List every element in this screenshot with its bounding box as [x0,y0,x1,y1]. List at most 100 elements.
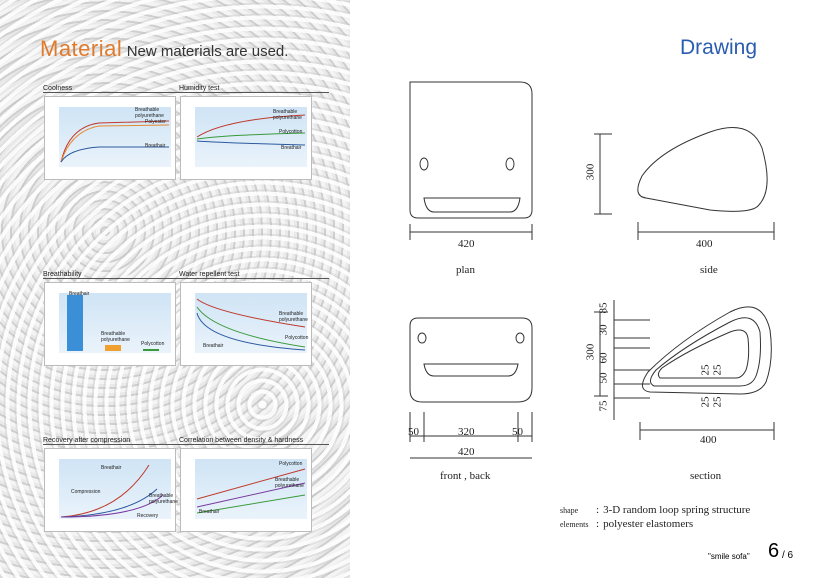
recovery-label-b: Compression [71,489,101,495]
section-height-dim: 300 [584,343,597,361]
plan-seat [423,197,521,213]
section-inner [657,329,750,379]
water-plot [195,293,307,353]
side-height-dim: 300 [584,163,597,181]
coolness-plot [59,107,171,167]
water-label-a: Breathable polyurethane [279,311,308,323]
spec-shape-value: 3-D random loop spring structure [603,504,751,516]
section-dim-25b: 25 [699,396,712,408]
plan-hole-left [419,157,429,171]
technical-drawings [409,81,775,459]
drawing-page: Drawing [350,0,818,578]
humidity-plot [195,107,307,167]
breathability-panel: Breathability Breathair Breathable polyu… [43,271,193,366]
material-title: Material [40,36,123,61]
breathability-label-a: Breathair [69,291,90,297]
section-caption: section [690,470,722,482]
drawing-title: Drawing [680,36,758,59]
spec-shape: shape: 3-D random loop spring structure [560,500,750,518]
humidity-label-c: Breathair [281,145,302,151]
section-width-dim: 400 [700,434,717,446]
breathability-label-c: Polycotton [141,341,165,347]
front-caption: front , back [440,470,491,482]
water-panel: Water repellent test Breathable polyuret… [179,271,329,366]
density-label-b: Breathable polyurethane [275,477,304,489]
coolness-title: Coolness [43,85,73,92]
section-dim-25a: 25 [699,364,712,376]
coolness-label-b: Polyester [145,119,166,125]
humidity-header: Humidity test [179,85,329,93]
water-header: Water repellent test [179,271,329,279]
humidity-curves [196,114,306,146]
recovery-curves [60,464,164,518]
spec-elements-sep: : [596,518,600,530]
humidity-label-b: Polycotton [279,129,303,135]
front-mid-dim: 320 [458,426,475,438]
spec-elements-label: elements [560,520,589,529]
plan-width-dim: 420 [458,238,475,250]
front-hole-right [515,332,525,344]
spec-shape-sep: : [596,504,600,516]
coolness-curves [60,120,170,163]
footer-name: "smile sofa" [708,552,750,561]
humidity-label-a: Breathable polyurethane [273,109,302,121]
humidity-panel: Humidity test Breathable polyurethane Po… [179,85,329,180]
front-outline [409,317,533,403]
breathability-bar-polyurethane [105,345,121,351]
front-seat [423,363,519,377]
plan-hole-right [505,157,515,171]
footer-page: 6 [768,540,780,562]
density-header: Correlation between density & hardness [179,437,329,445]
recovery-header: Recovery after compression [43,437,193,445]
breathability-title: Breathability [43,271,82,278]
section-outer [642,306,772,395]
water-curves [196,298,306,351]
section-dim-50: 50 [597,372,610,384]
side-outline [637,127,768,212]
recovery-label-a: Breathair [101,465,122,471]
section-dim-25d: 25 [711,396,724,408]
density-label-c: Breathair [199,509,220,515]
coolness-label-a: Breathable polyurethane [135,107,164,119]
spec-elements-value: polyester elastomers [603,518,694,530]
section-dim-30: 30 [597,324,610,336]
footer-total: / 6 [782,550,794,561]
water-title: Water repellent test [179,271,240,278]
material-subtitle: New materials are used. [126,43,289,60]
material-background: Material New materials are used. Coolnes… [0,0,350,578]
density-panel: Correlation between density & hardness P… [179,437,329,532]
section-dim-85: 85 [597,302,610,314]
plan-caption: plan [456,264,475,276]
breathability-bar-breathair [67,295,83,351]
side-width-dim: 400 [696,238,713,250]
density-plot [195,459,307,519]
recovery-plot [59,459,171,519]
spec-shape-label: shape [560,506,579,515]
recovery-panel: Recovery after compression Breathair Com… [43,437,193,532]
recovery-label-c: Breathable polyurethane [149,493,178,505]
front-right-dim: 50 [512,426,523,438]
front-width-dim: 420 [458,446,475,458]
side-caption: side [700,264,718,276]
breathability-label-b: Breathable polyurethane [101,331,130,343]
humidity-title: Humidity test [179,85,220,92]
front-hole-left [417,332,427,344]
coolness-header: Coolness [43,85,193,93]
section-dim-60: 60 [597,352,610,364]
density-curves [196,468,306,514]
spec-elements: elements: polyester elastomers [560,514,693,532]
front-left-dim: 50 [408,426,419,438]
recovery-title: Recovery after compression [43,437,131,444]
density-label-a: Polycotton [279,461,303,467]
section-dim-75: 75 [597,400,610,412]
density-title: Correlation between density & hardness [179,437,304,444]
coolness-label-c: Breathair [145,143,166,149]
plan-outline [409,81,533,219]
breathability-header: Breathability [43,271,193,279]
recovery-label-d: Recovery [137,513,159,519]
water-label-b: Polycotton [285,335,309,341]
coolness-panel: Coolness Breathable polyurethane Polyest… [43,85,193,180]
section-dim-25c: 25 [711,364,724,376]
breathability-bar-polycotton [143,349,159,351]
water-label-c: Breathair [203,343,224,349]
